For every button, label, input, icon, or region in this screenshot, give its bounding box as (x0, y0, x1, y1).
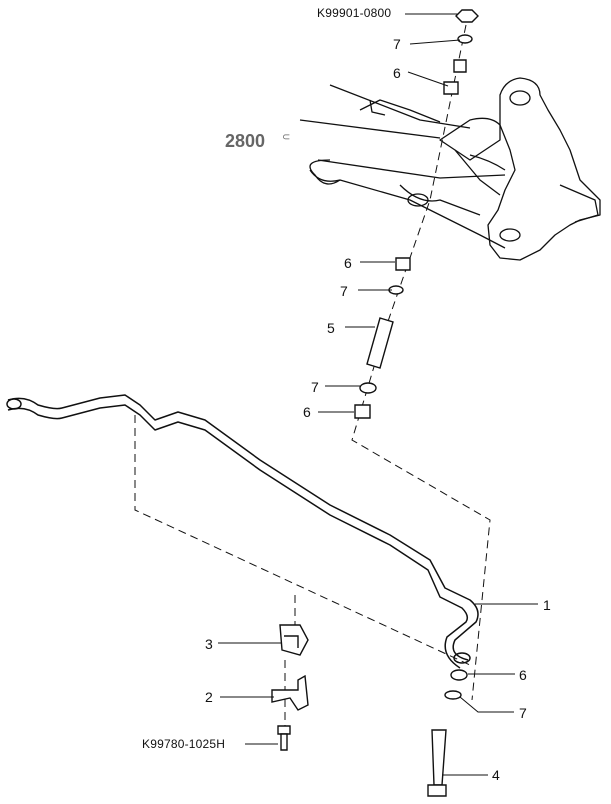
nut-part-number-label: K99901-0800 (317, 6, 392, 20)
leader-lines (218, 13, 538, 776)
callout-6-mid: 6 (344, 255, 352, 271)
callout-7-top: 7 (393, 36, 401, 52)
callout-6-lower: 6 (303, 404, 311, 420)
bolt-part-number-label: K99780-1025H (142, 737, 226, 751)
group-ref-label: 2800 (225, 131, 266, 151)
bushing-icon (354, 404, 371, 419)
bolt-head-icon (277, 725, 291, 735)
lower-control-arm-assembly (299, 77, 601, 261)
bushing-icon (453, 59, 467, 73)
bushing-icon (395, 257, 411, 271)
washer-icon (359, 382, 377, 394)
bracket-icon (271, 674, 309, 711)
nut-icon (455, 9, 479, 23)
link-bolt-icon (431, 729, 447, 786)
callout-7-mid: 7 (340, 283, 348, 299)
bolt-head-icon (427, 784, 447, 797)
callout-1-stabilizer-bar: 1 (543, 597, 551, 613)
washer-icon (457, 34, 473, 44)
washer-icon (444, 690, 462, 700)
middle-hardware-stack (354, 257, 411, 419)
bushing-icon (450, 669, 468, 681)
callout-6-end: 6 (519, 667, 527, 683)
callout-7-end: 7 (519, 705, 527, 721)
callout-4-link-bolt: 4 (492, 767, 500, 783)
bolt-shank-icon (280, 733, 288, 751)
callout-2-bracket: 2 (205, 689, 213, 705)
callout-7-lower: 7 (311, 379, 319, 395)
callout-5-spacer: 5 (327, 320, 335, 336)
bushing-icon (279, 624, 309, 656)
stabilizer-bar (6, 394, 479, 669)
callout-6-top: 6 (393, 65, 401, 81)
bushing-icon (443, 81, 459, 95)
spacer-icon (366, 317, 394, 369)
callout-3-bar-bushing: 3 (205, 636, 213, 652)
lower-hardware (271, 624, 468, 797)
top-hardware-stack (443, 9, 479, 95)
ref-arrow-icon: ⊂ (282, 132, 290, 143)
